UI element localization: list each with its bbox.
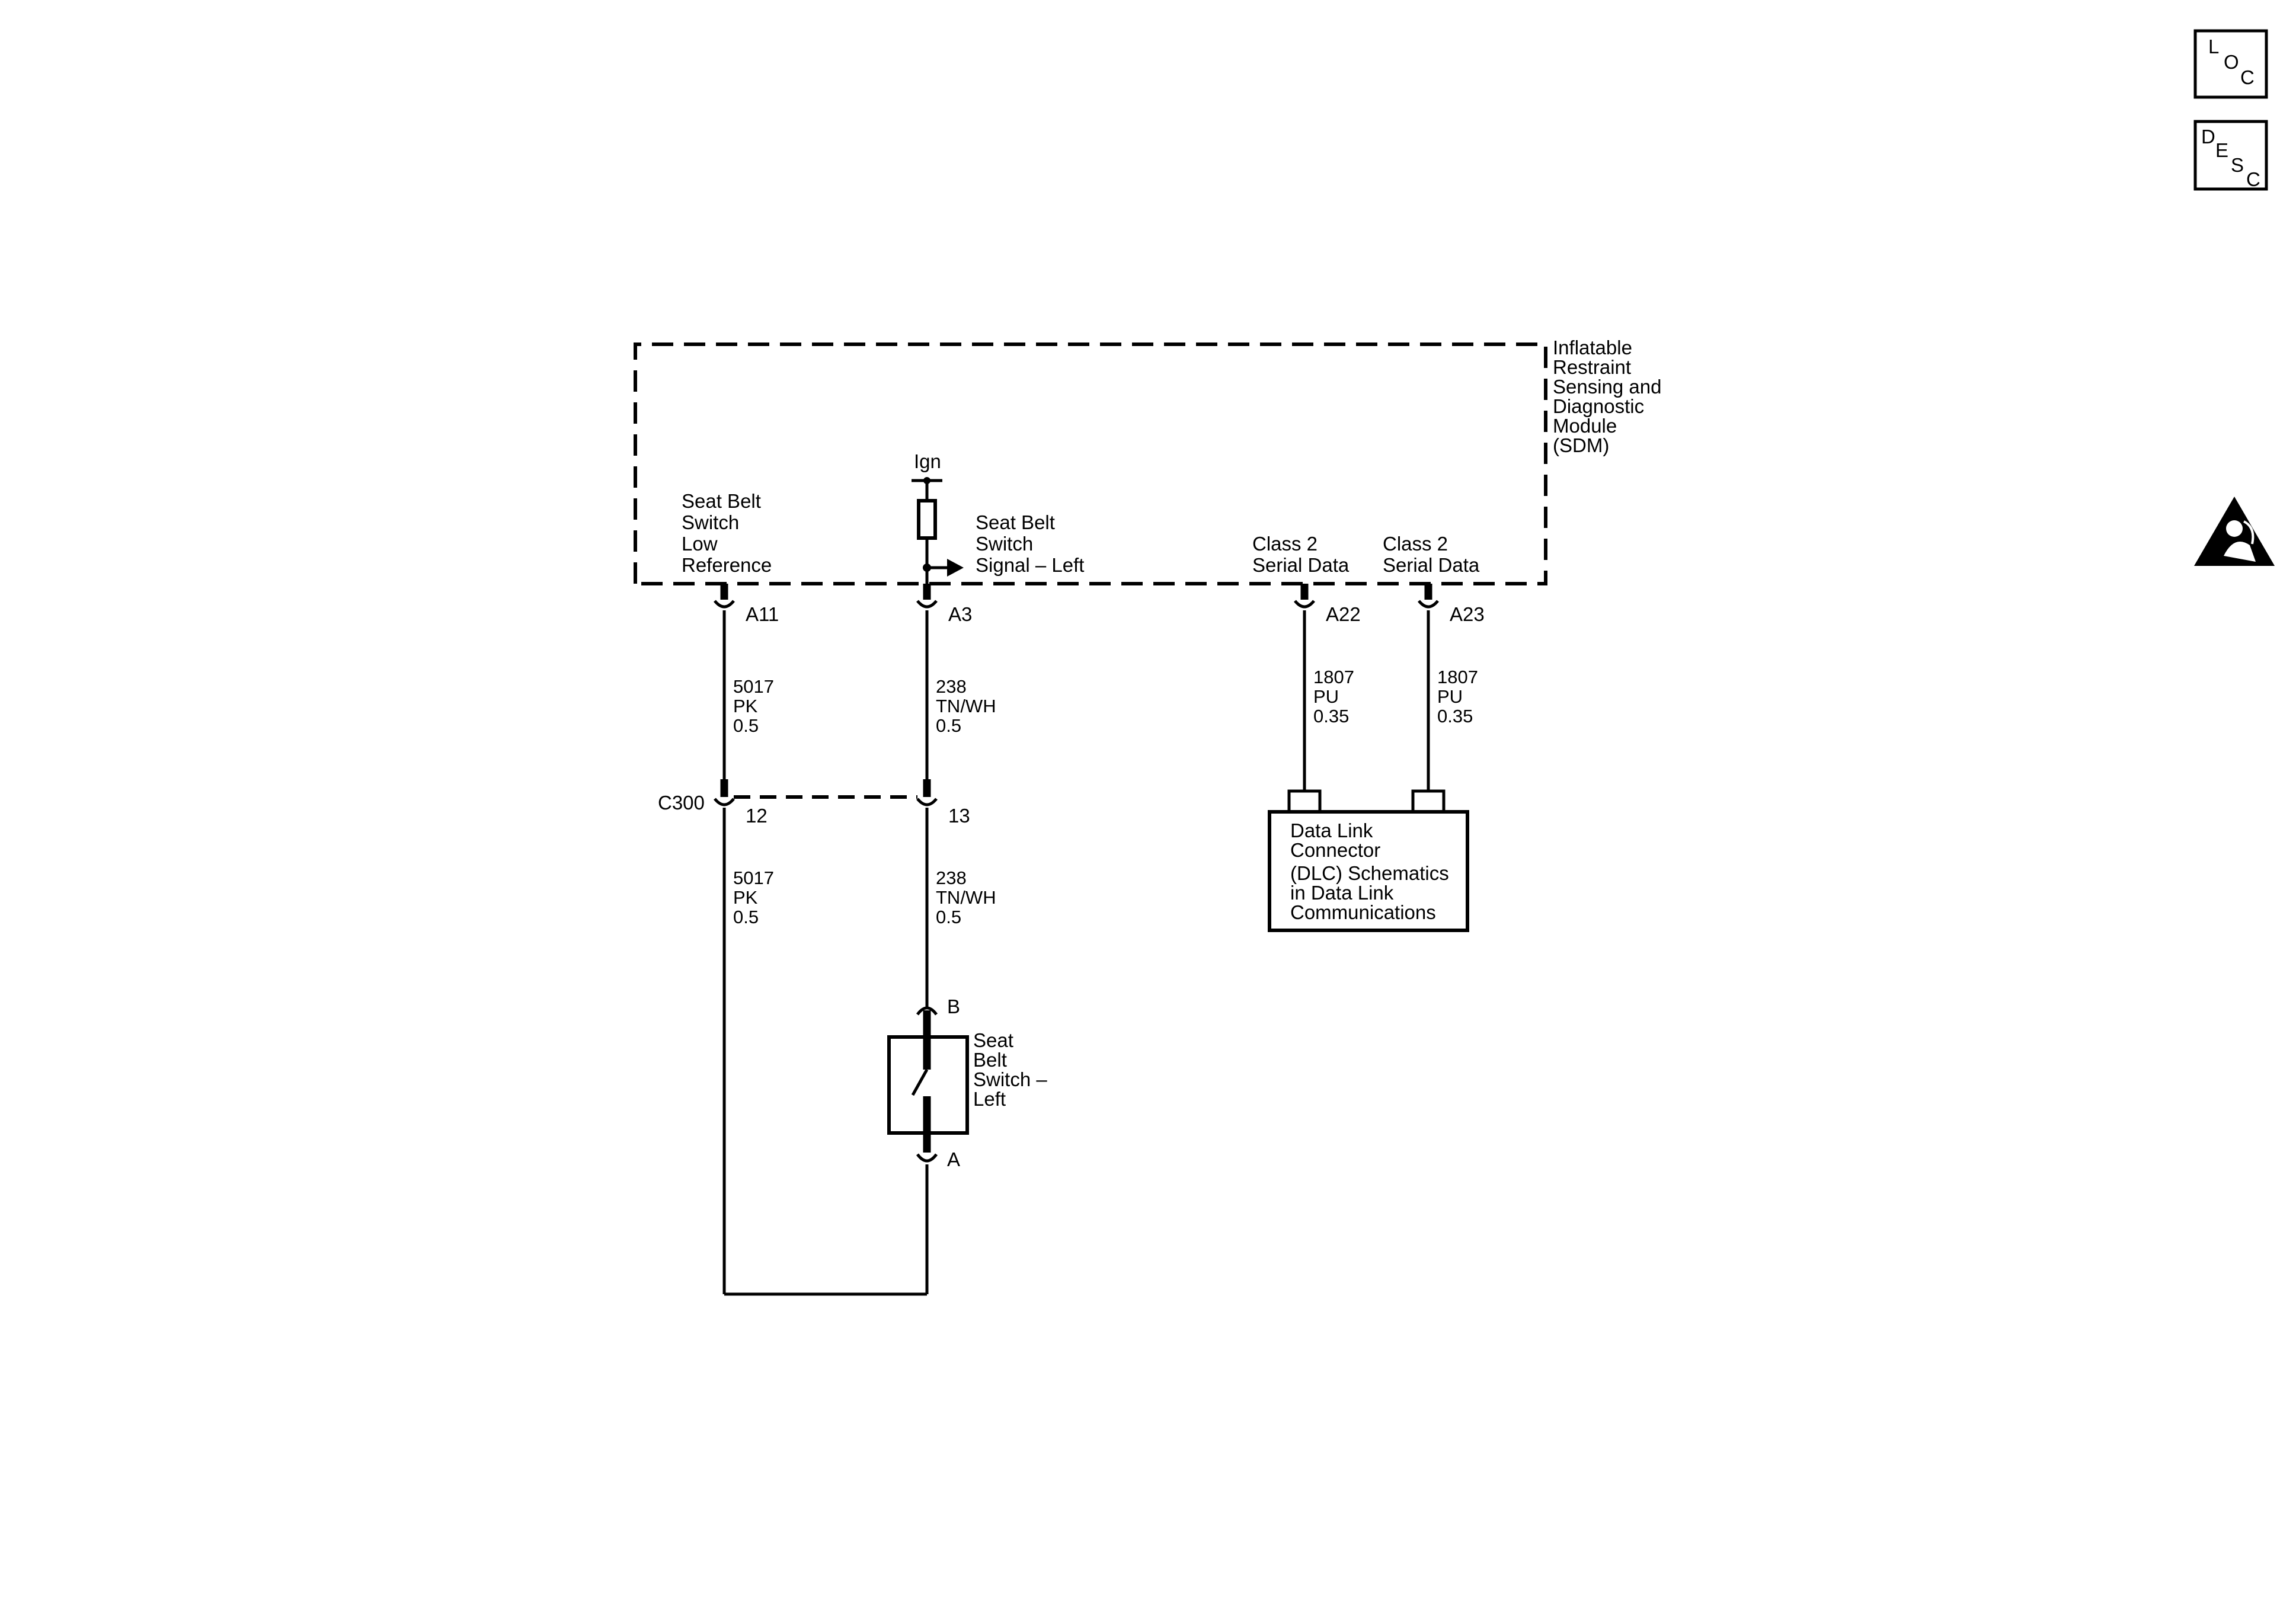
pin-a22: A22: [1326, 603, 1361, 625]
svg-text:L: L: [2208, 36, 2219, 57]
svg-text:S: S: [2231, 154, 2244, 176]
pin-a11: A11: [746, 603, 779, 625]
wire-spec-a11-upper: 5017 PK 0.5: [733, 676, 779, 736]
wire-a23: [1411, 584, 1446, 811]
wire-spec-a22: 1807 PU 0.35: [1313, 667, 1360, 726]
svg-text:O: O: [2224, 51, 2239, 73]
pull-up-resistor: [917, 499, 937, 540]
wire-spec-a11-lower: 5017 PK 0.5: [733, 868, 779, 927]
switch-contact: [911, 1068, 929, 1096]
wire-a22: [1287, 584, 1322, 811]
dlc-label: Data Link Connector (DLC) Schematics in …: [1290, 820, 1454, 923]
switch-pin-b: B: [947, 996, 960, 1017]
wire-spec-a23: 1807 PU 0.35: [1437, 667, 1483, 726]
c300-pin-12: 12: [746, 805, 768, 827]
dlc-box: [1268, 810, 1469, 932]
svg-text:C: C: [2246, 168, 2260, 190]
circuit-label-class2-a22: Class 2 Serial Data: [1252, 533, 1350, 576]
circuit-label-signal-left: Seat Belt Switch Signal – Left: [976, 511, 1084, 576]
svg-text:D: D: [2201, 126, 2215, 148]
wire-spec-a3-lower: 238 TN/WH 0.5: [936, 868, 1001, 927]
c300-label: C300: [658, 792, 705, 814]
sdm-label: Inflatable Restraint Sensing and Diagnos…: [1553, 337, 1667, 456]
desc-icon[interactable]: D E S C: [2193, 120, 2268, 191]
switch-label: Seat Belt Switch – Left: [973, 1029, 1053, 1110]
pin-a23: A23: [1450, 603, 1485, 625]
switch-pin-a: A: [947, 1148, 960, 1170]
seat-belt-switch-left: [887, 1006, 969, 1294]
wire-a11: [714, 584, 735, 1294]
svg-text:C: C: [2240, 66, 2255, 88]
circuit-label-low-reference: Seat Belt Switch Low Reference: [682, 490, 772, 576]
loc-icon[interactable]: L O C: [2193, 29, 2268, 99]
c300-pin-13: 13: [948, 805, 970, 827]
circuit-label-class2-a23: Class 2 Serial Data: [1383, 533, 1480, 576]
svg-text:E: E: [2215, 139, 2228, 161]
wire-a3: [916, 568, 938, 1007]
signal-arrow-icon: [947, 559, 964, 577]
airbag-warning-icon: [2194, 497, 2275, 566]
wire-spec-a3-upper: 238 TN/WH 0.5: [936, 676, 1001, 736]
pin-a3: A3: [948, 603, 972, 625]
ign-label: Ign: [914, 450, 941, 472]
ignition-input: [912, 477, 964, 577]
